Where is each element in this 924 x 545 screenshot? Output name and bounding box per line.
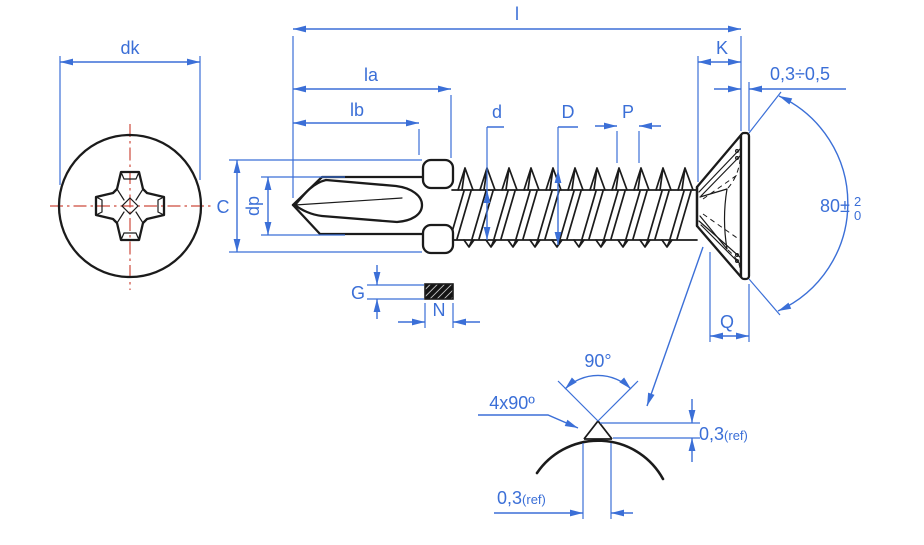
- wing-top: [421, 158, 455, 190]
- nib-serration: [583, 420, 613, 440]
- head-rib-top: [698, 147, 742, 197]
- wing-section-view: [424, 283, 454, 300]
- side-view-screw: [291, 131, 751, 281]
- detail-leader-line: [646, 246, 704, 407]
- dim-n: [398, 303, 480, 328]
- dim-major-d: [554, 126, 578, 245]
- wing-section-hatched: [424, 283, 454, 300]
- dim-head-angle: [748, 91, 849, 316]
- label-head-angle-plus: 2: [854, 194, 861, 209]
- label-head-angle: 80± 2 0: [820, 194, 861, 223]
- label-major-d: D: [562, 102, 575, 122]
- dimension-annotations: [59, 25, 849, 519]
- phillips-recess: [94, 170, 166, 242]
- label-d: d: [492, 102, 502, 122]
- front-view-centerlines: [50, 124, 213, 290]
- label-l: l: [515, 4, 519, 24]
- dim-la: [293, 85, 452, 158]
- label-n: N: [433, 300, 446, 320]
- label-ref-height: 0,3(ref): [699, 424, 748, 444]
- label-head-angle-minus: 0: [854, 208, 861, 223]
- label-k: K: [716, 38, 728, 58]
- front-view-screw-head: [57, 133, 203, 279]
- dim-dk: [59, 56, 201, 185]
- threaded-shank: [441, 167, 698, 248]
- dim-detail-angle: [557, 374, 639, 422]
- dim-l: [292, 25, 742, 198]
- head-outline-circle: [57, 133, 203, 279]
- dimension-labels: dk l la lb d D P K 0,3÷0,5 C dp G N Q 90…: [120, 4, 861, 508]
- cutting-wings: [421, 158, 455, 255]
- dim-c: [229, 159, 422, 253]
- dim-dp: [261, 176, 345, 236]
- wing-bottom: [421, 223, 455, 255]
- dim-ref-height: [600, 399, 700, 462]
- label-dp: dp: [243, 196, 263, 216]
- label-head-angle-base: 80±: [820, 196, 850, 216]
- label-lb: lb: [350, 100, 364, 120]
- detail-nib-view: [535, 420, 665, 481]
- serration-leader-line: [478, 414, 579, 429]
- dim-g: [367, 265, 424, 319]
- dim-d: [483, 126, 504, 240]
- label-g: G: [351, 283, 365, 303]
- dim-q: [709, 252, 750, 342]
- label-p: P: [622, 102, 634, 122]
- label-q: Q: [720, 312, 734, 332]
- label-dk: dk: [120, 38, 140, 58]
- dim-lb: [293, 119, 420, 155]
- head-dome-arc: [535, 439, 665, 481]
- label-serration-spec: 4x90º: [489, 393, 535, 413]
- head-face: [739, 131, 751, 281]
- dim-k: [697, 56, 741, 182]
- label-nib-protrusion: 0,3÷0,5: [770, 64, 830, 84]
- dim-ref-width: [494, 443, 633, 519]
- label-ref-width: 0,3(ref): [497, 488, 546, 508]
- dim-p: [595, 122, 661, 163]
- dim-nib-protrusion: [714, 82, 846, 131]
- countersunk-head: [695, 131, 751, 281]
- label-c: C: [217, 197, 230, 217]
- label-la: la: [364, 65, 379, 85]
- label-detail-angle: 90°: [584, 351, 611, 371]
